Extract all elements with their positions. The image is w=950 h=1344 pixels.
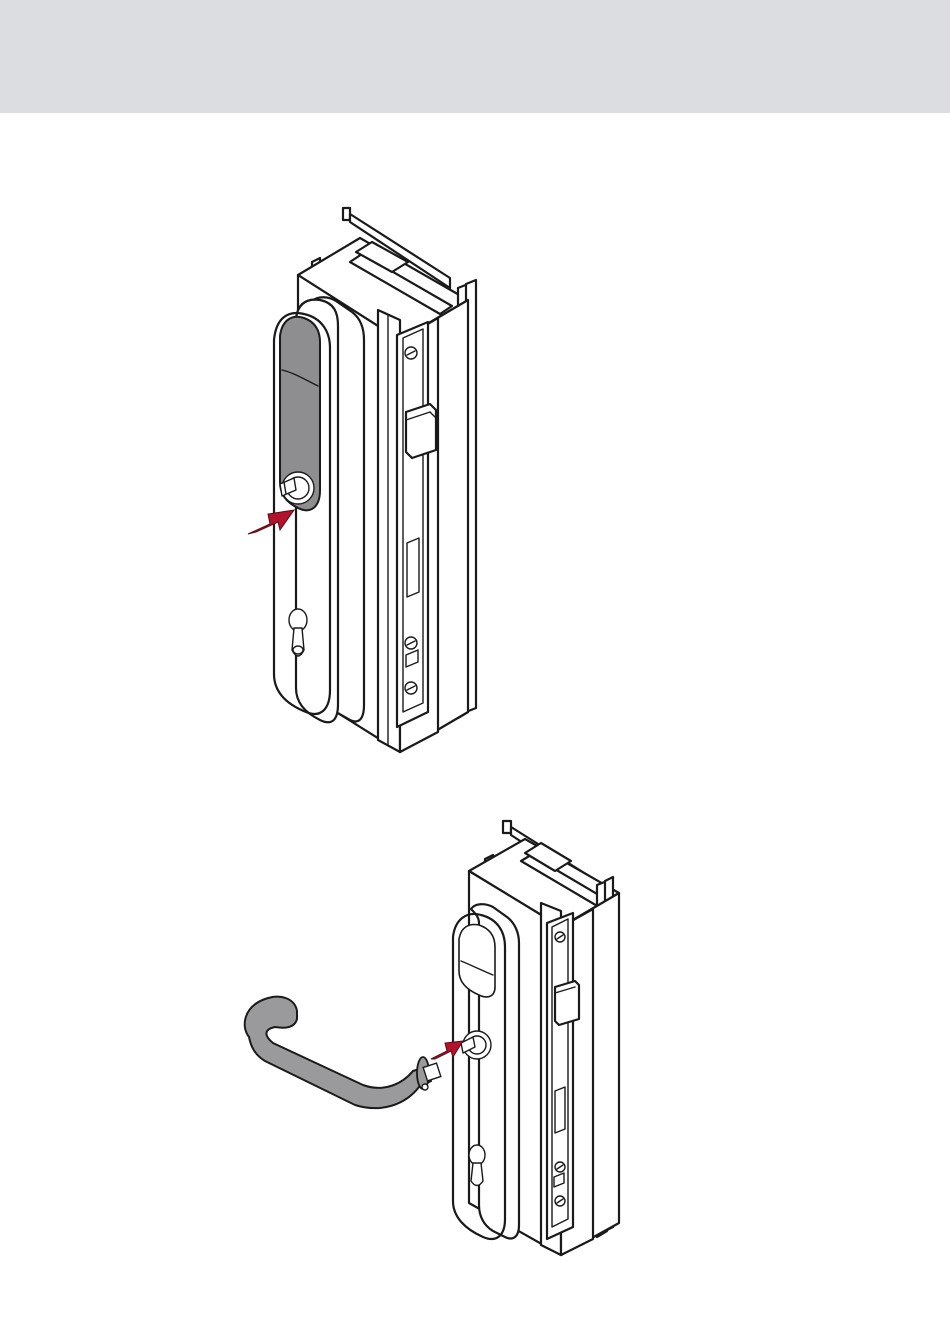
figure-step-1 bbox=[240, 200, 500, 760]
header-band bbox=[0, 0, 950, 113]
escutcheon-plate bbox=[453, 904, 519, 1239]
escutcheon-plate bbox=[274, 297, 364, 722]
step-1-illustration bbox=[240, 200, 500, 760]
press-arrow-icon bbox=[248, 510, 294, 534]
step-2-illustration bbox=[235, 815, 625, 1255]
insert-arrow-icon bbox=[431, 1041, 463, 1059]
figure-step-2 bbox=[235, 815, 625, 1255]
latch-bolt bbox=[406, 404, 436, 458]
deadbolt-slot bbox=[407, 538, 419, 597]
lever-handle bbox=[245, 997, 441, 1108]
lever-grip bbox=[245, 997, 431, 1108]
